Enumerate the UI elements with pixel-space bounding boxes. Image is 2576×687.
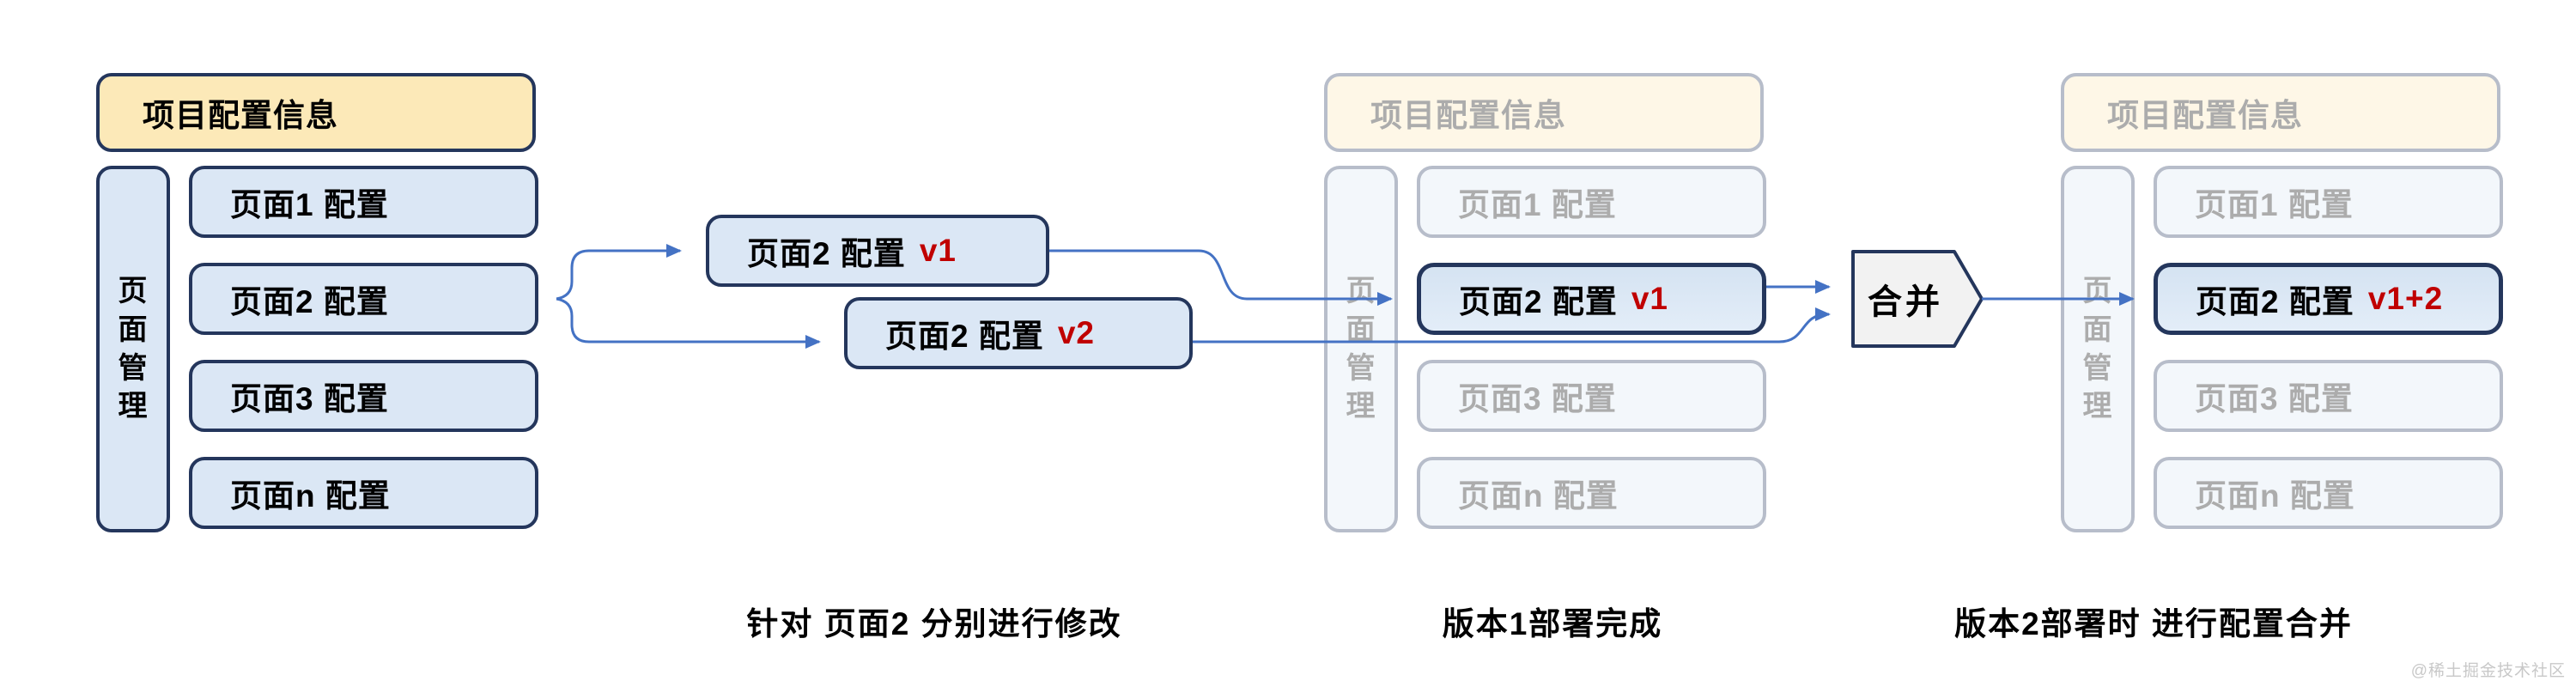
node-label: 页面2 配置 — [2196, 284, 2354, 319]
node-label: 页面n 配置 — [230, 478, 391, 514]
node-page2-config-source: 页面2 配置 — [189, 263, 538, 335]
project-config-box-source: 项目配置信息 — [96, 73, 536, 152]
node-label: 页面1 配置 — [230, 187, 389, 222]
node-page1-config-deployed: 页面1 配置 — [1417, 166, 1766, 238]
page-management-label: 页面管理 — [1346, 274, 1376, 423]
merge-text: 合并 — [1868, 283, 1943, 321]
node-label: 页面2 配置 — [1459, 284, 1618, 319]
project-config-label: 项目配置信息 — [1370, 98, 1566, 133]
version-badge-merged: v1+2 — [2367, 281, 2444, 316]
node-label: 页面2 配置 — [747, 236, 906, 271]
brace-arrow-to-v2 — [556, 297, 821, 349]
node-label: 页面n 配置 — [1458, 478, 1619, 514]
version-badge-v1: v1 — [919, 233, 957, 268]
node-label: 页面2 配置 — [885, 319, 1044, 354]
brace-arrow-to-v1 — [556, 244, 682, 301]
node-page1-config-source: 页面1 配置 — [189, 166, 538, 238]
node-label: 页面2 配置 — [230, 284, 389, 319]
caption-deploy1-step: 版本1部署完成 — [1442, 606, 1663, 641]
node-label: 页面3 配置 — [1458, 381, 1617, 416]
watermark: @稀土掘金技术社区 — [2410, 662, 2566, 680]
page-management-bar-deployed: 页面管理 — [1324, 166, 1398, 532]
node-page3-config-merged: 页面3 配置 — [2154, 360, 2503, 432]
node-pagen-config-source: 页面n 配置 — [189, 457, 538, 529]
page-management-label: 页面管理 — [2082, 274, 2113, 423]
node-page3-config-source: 页面3 配置 — [189, 360, 538, 432]
node-label: 页面n 配置 — [2195, 478, 2355, 514]
node-label: 页面3 配置 — [2195, 381, 2354, 416]
node-label: 页面1 配置 — [1458, 187, 1617, 222]
node-page2-config-merged-v1plus2: 页面2 配置 v1+2 — [2154, 263, 2503, 335]
node-label: 页面3 配置 — [230, 381, 389, 416]
page-management-bar-source: 页面管理 — [96, 166, 170, 532]
caption-deploy2-step: 版本2部署时 进行配置合并 — [1954, 606, 2353, 641]
node-page2-config-v1: 页面2 配置 v1 — [706, 215, 1049, 287]
node-page3-config-deployed: 页面3 配置 — [1417, 360, 1766, 432]
page-management-label: 页面管理 — [118, 274, 149, 423]
version-badge-v2: v2 — [1057, 315, 1096, 350]
node-pagen-config-merged: 页面n 配置 — [2154, 457, 2503, 529]
project-config-box-deployed: 项目配置信息 — [1324, 73, 1764, 152]
caption-edit-step: 针对 页面2 分别进行修改 — [746, 606, 1122, 641]
project-config-label: 项目配置信息 — [2107, 98, 2303, 133]
page-management-bar-merged: 页面管理 — [2061, 166, 2135, 532]
node-page2-config-v2: 页面2 配置 v2 — [844, 297, 1193, 369]
node-label: 页面1 配置 — [2195, 187, 2354, 222]
node-page1-config-merged: 页面1 配置 — [2154, 166, 2503, 238]
project-config-box-merged: 项目配置信息 — [2061, 73, 2500, 152]
node-pagen-config-deployed: 页面n 配置 — [1417, 457, 1766, 529]
version-badge-v1-deployed: v1 — [1631, 281, 1669, 316]
node-page2-config-deployed-v1: 页面2 配置 v1 — [1417, 263, 1766, 335]
project-config-label: 项目配置信息 — [143, 98, 338, 133]
merge-node-label: 合并 — [1853, 252, 1958, 346]
